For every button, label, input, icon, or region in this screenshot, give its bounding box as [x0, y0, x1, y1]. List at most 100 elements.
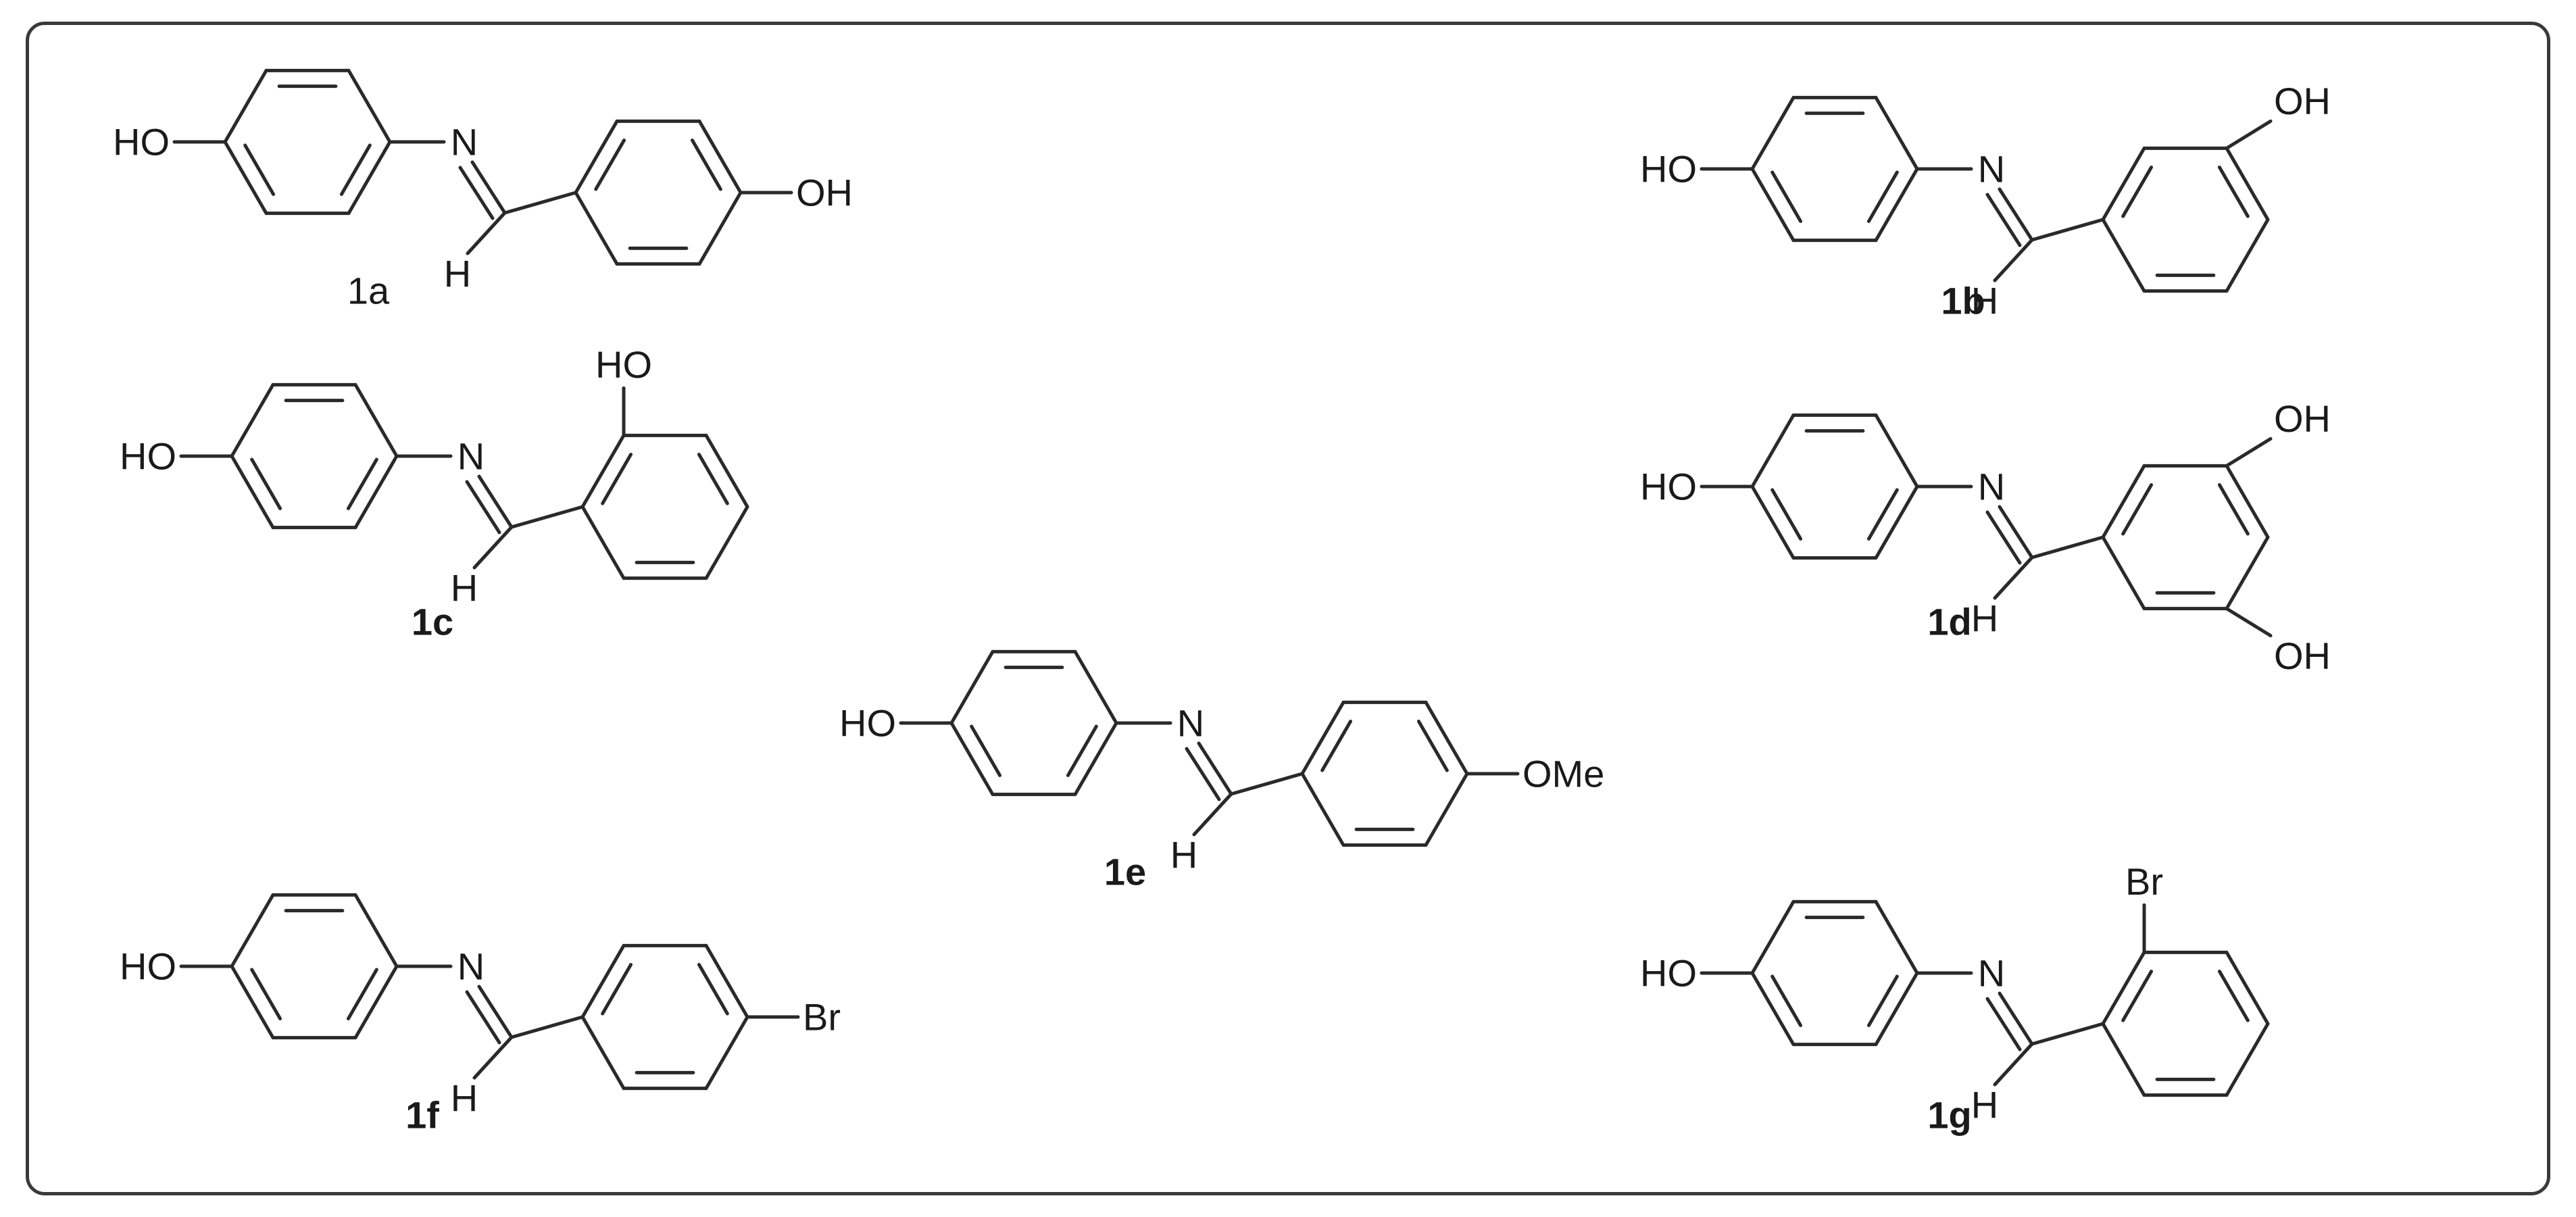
ring-bond [230, 382, 275, 458]
ring-bond [1750, 485, 1795, 560]
ho-label: HO [120, 435, 176, 478]
c-n-double-bond [465, 990, 501, 1045]
ring-bond [574, 191, 619, 266]
ho-label: HO [1640, 952, 1697, 995]
c-n-double-bond [1998, 187, 2034, 242]
ring-double-bond [690, 139, 722, 191]
ring-bond [580, 505, 626, 580]
phenol-ring [230, 382, 399, 530]
ring-bond [1750, 899, 1795, 975]
c-aryl-bond [503, 191, 578, 215]
ring-bond [2225, 535, 2270, 611]
ring-double-bond [1770, 488, 1803, 541]
ring-bond [2225, 146, 2270, 222]
aryl-ring [2101, 950, 2270, 1097]
c-n-double-bond [470, 160, 507, 215]
ring-bond [1750, 95, 1795, 171]
ring-bond [2101, 218, 2146, 293]
ring-bond [2101, 535, 2146, 611]
ring-bond [704, 943, 749, 1019]
c-h-bond [1993, 1042, 2034, 1087]
ring-double-bond [2121, 166, 2154, 218]
c-h-bond [466, 211, 507, 255]
aryl-ring [580, 433, 749, 580]
ring-bond [230, 454, 275, 530]
ring-bond [353, 382, 399, 458]
ring-bond [1300, 772, 1345, 847]
ring-bond [1874, 971, 1919, 1047]
substituent-ho-label: HO [595, 343, 652, 386]
phenol-ring [223, 68, 392, 216]
ring-bond [347, 68, 392, 144]
compound-id-label: 1d [1927, 601, 1971, 643]
substituent-oh-label: OH [2274, 80, 2331, 122]
ring-double-bond [2217, 483, 2250, 536]
imine-h-label: H [1971, 280, 1998, 322]
c-aryl-bond [2030, 1022, 2105, 1046]
ring-double-bond [250, 968, 282, 1020]
ring-double-bond [1416, 720, 1449, 772]
ring-bond [1750, 413, 1795, 489]
ring-double-bond [1770, 974, 1803, 1027]
substituent-br-label: Br [803, 996, 841, 1039]
phenol-ring [1750, 899, 1919, 1047]
ring-bond [697, 191, 743, 266]
ring-bond [580, 943, 626, 1019]
ring-double-bond [250, 457, 282, 510]
ring-bond [2101, 950, 2146, 1026]
phenol-ring [1750, 413, 1919, 560]
imine-h-label: H [444, 253, 471, 295]
imine-n-label: N [451, 121, 478, 164]
ring-double-bond [697, 453, 729, 505]
substituent-oh-label: OH [2274, 397, 2331, 440]
imine-n-label: N [1177, 702, 1204, 745]
ring-bond [2101, 1022, 2146, 1097]
ring-double-bond [697, 963, 729, 1016]
c-n-double-bond [1998, 991, 2034, 1046]
aryl-ring [580, 943, 749, 1091]
c-n-double-bond [1985, 193, 2022, 247]
phenol-ring [230, 893, 399, 1040]
phenol-ring [949, 649, 1118, 797]
ring-double-bond [346, 457, 378, 510]
c-aryl-bond [1229, 772, 1304, 796]
c-aryl-bond [510, 505, 585, 529]
ring-bond [2225, 218, 2270, 293]
substituent-bond [2225, 607, 2273, 638]
ring-double-bond [601, 453, 633, 505]
c-n-double-bond [1185, 747, 1221, 801]
ring-double-bond [1866, 974, 1899, 1027]
ring-double-bond [601, 963, 633, 1016]
compound-id-label: 1f [405, 1094, 439, 1137]
ring-bond [1874, 413, 1919, 489]
ring-bond [1874, 167, 1919, 243]
ring-bond [353, 893, 399, 968]
imine-n-label: N [1978, 952, 2005, 995]
ring-double-bond [339, 143, 372, 196]
imine-n-label: N [457, 945, 485, 988]
ring-bond [1874, 95, 1919, 171]
ring-bond [949, 649, 995, 725]
c-h-bond [472, 525, 514, 570]
ring-bond [2101, 146, 2146, 222]
ring-double-bond [1866, 488, 1899, 541]
ring-bond [353, 964, 399, 1040]
c-n-double-bond [1197, 741, 1233, 796]
c-h-bond [1192, 792, 1233, 837]
imine-h-label: H [1971, 1084, 1998, 1126]
ring-bond [2225, 464, 2270, 539]
imine-n-label: N [1978, 466, 2005, 508]
ho-label: HO [1640, 466, 1697, 508]
ho-label: HO [120, 945, 176, 988]
ho-label: HO [839, 702, 896, 745]
ring-bond [1874, 485, 1919, 560]
c-n-double-bond [477, 985, 514, 1039]
ring-bond [347, 140, 392, 216]
ring-bond [1750, 971, 1795, 1047]
ho-label: HO [113, 121, 170, 164]
c-n-double-bond [1985, 997, 2022, 1051]
imine-h-label: H [451, 567, 478, 610]
